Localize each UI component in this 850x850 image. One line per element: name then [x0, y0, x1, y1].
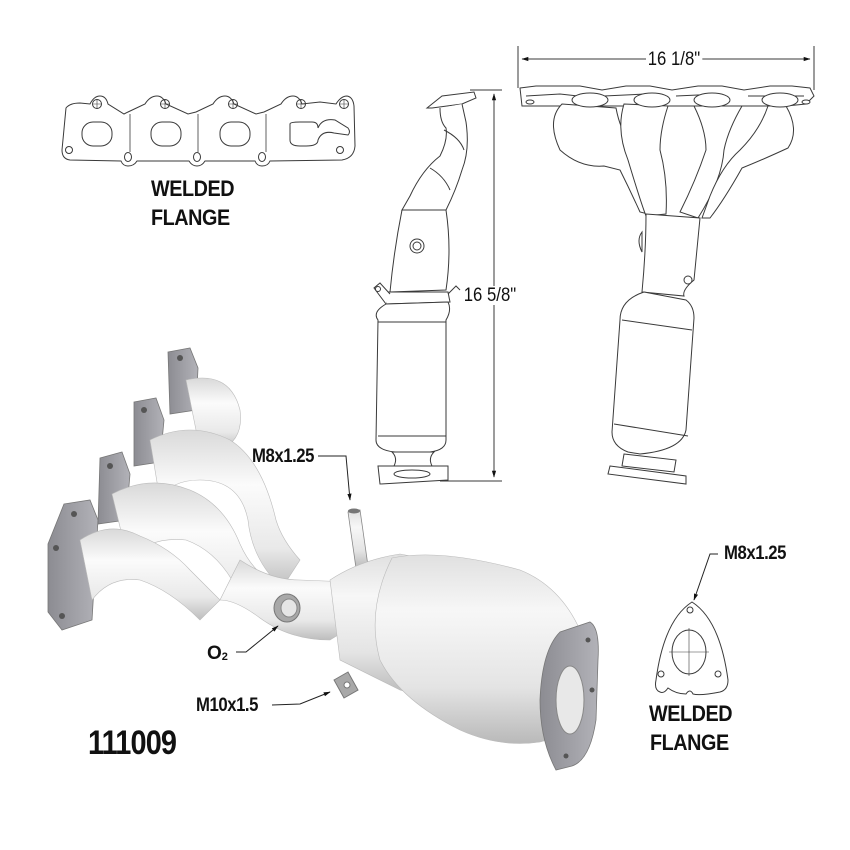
- welded-flange-label-top-line1: WELDED: [151, 176, 235, 201]
- catalytic-converter-render: [47, 347, 599, 771]
- o2-subscript: 2: [221, 651, 228, 663]
- o2-sensor-callout-label: O2: [207, 644, 228, 663]
- callout-leaders: [236, 455, 352, 706]
- part-number: 111009: [88, 724, 177, 762]
- welded-flange-label-bottom-line2: FLANGE: [650, 730, 729, 755]
- o2-letter: O: [207, 643, 222, 664]
- welded-flange-label-bottom-line1: WELDED: [649, 701, 733, 726]
- stud-callout-label: M8x1.25: [252, 446, 314, 467]
- welded-flange-outlet-drawing: [655, 553, 729, 696]
- welded-flange-manifold-drawing: [61, 95, 356, 167]
- bracket-callout-label: M10x1.5: [196, 695, 258, 716]
- outlet-stud-callout-label: M8x1.25: [724, 543, 786, 564]
- width-dimension-label: 16 1/8": [646, 49, 702, 70]
- welded-flange-label-top-line2: FLANGE: [151, 205, 230, 230]
- side-view-drawing: [373, 91, 477, 485]
- height-dimension-line: [440, 89, 502, 482]
- front-view-drawing: [519, 85, 815, 485]
- height-dimension-label: 16 5/8": [462, 285, 518, 306]
